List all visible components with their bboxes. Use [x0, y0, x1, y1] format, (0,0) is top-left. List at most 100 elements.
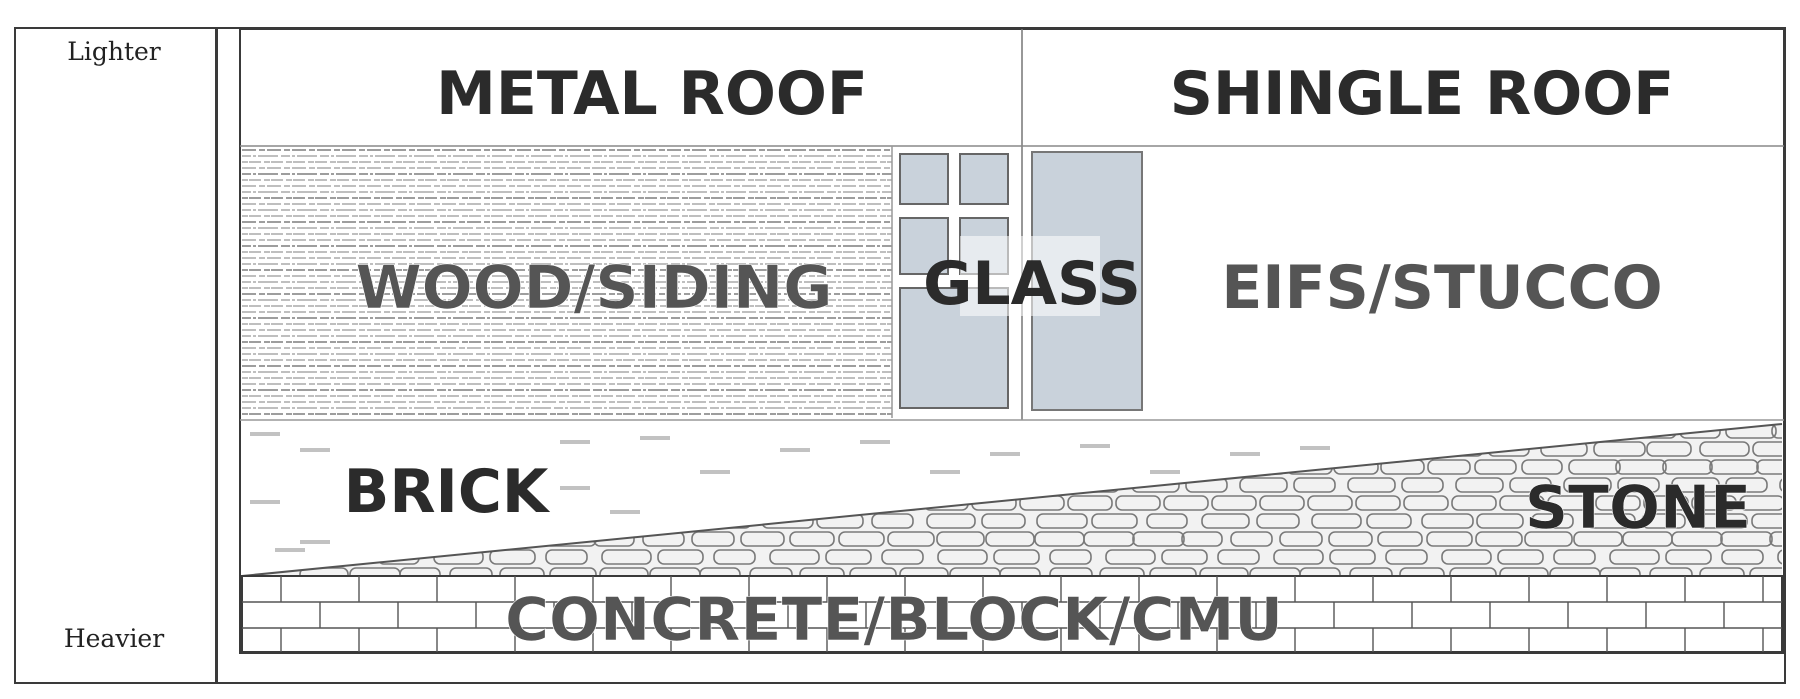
brick-mark — [300, 540, 330, 544]
stone-block — [1052, 460, 1102, 474]
stone-block — [817, 460, 860, 474]
stone-block — [808, 478, 855, 492]
stone-block — [629, 460, 676, 474]
stone-block — [1542, 424, 1588, 438]
stone-block — [732, 496, 776, 510]
glass-zone: GLASS — [900, 152, 1142, 410]
brick-mark — [1150, 470, 1180, 474]
wood-siding-label: WOOD/SIDING — [355, 253, 832, 323]
stone-block — [1174, 424, 1224, 438]
stone-block — [1329, 442, 1379, 456]
stone-block — [1266, 424, 1312, 438]
stone-block — [1312, 424, 1356, 438]
stone-block — [346, 424, 396, 438]
glass-pane — [960, 154, 1008, 204]
stone-block — [1082, 424, 1124, 438]
stone-block — [640, 442, 685, 456]
stone-block — [484, 424, 528, 438]
stone-block — [916, 478, 963, 492]
stone-block — [582, 460, 630, 474]
stone-block — [684, 496, 728, 510]
stone-label: STONE — [1525, 473, 1751, 543]
brick-mark — [610, 510, 640, 514]
stone-block — [1036, 424, 1080, 438]
brick-mark — [1230, 452, 1260, 456]
stone-block — [1450, 424, 1500, 438]
stone-block — [905, 442, 951, 456]
roof-row: METAL ROOF SHINGLE ROOF — [240, 29, 1784, 420]
brick-mark — [560, 440, 590, 444]
stone-block — [636, 496, 680, 510]
stone-block — [1005, 460, 1056, 474]
stone-block — [990, 424, 1036, 438]
brick-mark — [300, 448, 330, 452]
stone-block — [1496, 424, 1544, 438]
stone-block — [375, 442, 419, 456]
stone-block — [1128, 424, 1168, 438]
stone-block — [576, 424, 616, 438]
stone-block — [349, 532, 396, 546]
stone-block — [652, 514, 701, 528]
stone-block — [322, 550, 367, 564]
brick-mark — [700, 470, 730, 474]
stone-block — [447, 532, 496, 546]
stone-block — [542, 514, 589, 528]
stone-block — [714, 424, 760, 438]
stone-block — [300, 496, 344, 510]
stone-block — [780, 496, 824, 510]
brick-mark — [250, 432, 280, 436]
stone-block — [592, 478, 639, 492]
stone-block — [438, 424, 484, 438]
brick-mark — [1080, 444, 1110, 448]
stone-block — [852, 442, 893, 456]
stone-block — [852, 424, 892, 438]
stone-block — [597, 514, 639, 528]
brick-mark — [860, 440, 890, 444]
stone-block — [876, 496, 920, 510]
brick-mark — [990, 452, 1020, 456]
stone-block — [806, 424, 848, 438]
brick-stone-zone: BRICK STONE — [240, 420, 1800, 582]
stone-block — [1382, 442, 1425, 456]
brick-mark — [930, 470, 960, 474]
stone-block — [958, 460, 998, 474]
brick-mark — [780, 448, 810, 452]
brick-mark — [275, 548, 305, 552]
stone-block — [392, 424, 440, 438]
stone-block — [1170, 442, 1217, 456]
stone-block — [1099, 460, 1148, 474]
stone-block — [622, 424, 672, 438]
stone-block — [1240, 460, 1286, 474]
stone-block — [1588, 424, 1632, 438]
stone-block — [1193, 460, 1240, 474]
stone-block — [496, 532, 546, 546]
stone-block — [481, 442, 523, 456]
stone-block — [828, 496, 872, 510]
stone-block — [770, 460, 814, 474]
stone-block — [534, 442, 581, 456]
brick-mark — [1300, 446, 1330, 450]
stone-block — [1024, 478, 1071, 492]
stone-block — [862, 478, 903, 492]
stone-block — [587, 442, 627, 456]
concrete-block-zone: CONCRETE/BLOCK/CMU — [242, 576, 1782, 655]
brick-mark — [560, 486, 590, 490]
metal-roof-label: METAL ROOF — [436, 59, 868, 129]
glass-pane — [900, 154, 948, 204]
stone-block — [1404, 424, 1444, 438]
stone-block — [646, 478, 687, 492]
stone-block — [588, 496, 632, 510]
stone-block — [760, 424, 804, 438]
brick-mark — [250, 500, 280, 504]
stone-block — [300, 460, 342, 474]
stone-block — [398, 532, 446, 546]
eifs-stucco-zone: EIFS/STUCCO — [1221, 253, 1662, 323]
stone-block — [970, 478, 1011, 492]
stone-block — [864, 460, 906, 474]
brick-mark — [640, 436, 670, 440]
wood-siding-zone: WOOD/SIDING — [242, 146, 892, 418]
concrete-label: CONCRETE/BLOCK/CMU — [505, 585, 1283, 655]
stone-block — [428, 442, 477, 456]
stone-block — [668, 424, 716, 438]
